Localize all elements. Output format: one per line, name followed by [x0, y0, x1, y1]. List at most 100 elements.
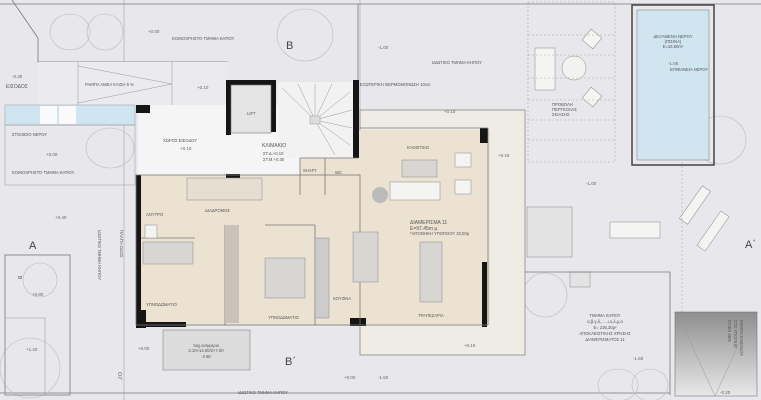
label-ramp-down: ΚΛΙΣΗ 20% [727, 320, 732, 342]
level-markers: +0.00 -1.00 -0.30 +0.10 +0.00 +0.10 +0.1… [12, 29, 731, 395]
label-garden-part: α,β,γ,δ,......ι,κ,λ,μ,α [587, 319, 623, 324]
label-pool: ΔΕΞΑΜΕΝΗ ΝΕΡΟΥ [653, 34, 692, 39]
svg-text:-1.00: -1.00 [378, 45, 389, 50]
label-wc: WC [335, 170, 342, 175]
kitchen-counter [314, 237, 330, 319]
label-water-surface: ΕΠΙΦΑΝΕΙΑ ΝΕΡΟΥ [670, 67, 708, 72]
label-apartment: ΔΙΑΜΕΡΙΣΜΑ 11 [410, 220, 447, 226]
label-kitchen: ΚΟΥΖΙΝΑ [333, 296, 351, 301]
armchair-icon [454, 152, 472, 168]
label-apartment-area: Ε=97.45m μ. [410, 226, 439, 232]
walls [136, 80, 488, 328]
spiral-stair [281, 83, 353, 156]
svg-text:-0.30: -0.30 [12, 74, 23, 79]
label-garden-part: Ε= 236,30μ² [593, 325, 617, 330]
dining-table-icon [419, 241, 443, 303]
label-ramp: ΡΑΜΠΑ ΑΜΕΑ ΚΛΙΣΗ 6 % [85, 82, 134, 87]
zone-b: B [286, 40, 293, 52]
label-living-room: ΚΑΘΙΣΤΙΚΟ [407, 145, 430, 150]
svg-text:+0.10: +0.10 [197, 85, 209, 90]
garden-dining-table [609, 221, 661, 239]
outdoor-sofa-icon [534, 47, 556, 91]
svg-text:-1.00: -1.00 [586, 181, 597, 186]
svg-text:+0.80: +0.80 [32, 292, 44, 297]
label-private-garden: ΙΔΙΩΤΙΚΟ ΤΜΗΜΑ ΚΗΠΟΥ [432, 60, 482, 65]
pool-water [636, 9, 710, 161]
label-entrance: ΕΙΣΟΔΟΣ [6, 84, 28, 90]
svg-text:-1.50: -1.50 [378, 375, 389, 380]
basement-ramp [674, 311, 758, 397]
label-stair-level: ΣΤ.Δ.+0.10 [263, 151, 284, 156]
svg-text:+0.00: +0.00 [344, 375, 356, 380]
svg-text:-0.20: -0.20 [720, 390, 731, 395]
zone-a-prime: A΄ [745, 239, 756, 251]
svg-text:+0.10: +0.10 [444, 109, 456, 114]
label-private-garden: ΙΔΙΩΤΙΚΟ ΤΜΗΜΑ ΚΗΠΟΥ [97, 230, 102, 280]
label-side-road: ΠΛΑΓΙΑ ΟΔΟΣ [119, 230, 124, 258]
svg-text:+0.00: +0.00 [148, 29, 160, 34]
zone-b-circle: B [16, 276, 22, 280]
label-pit: τοιχ.ανηφορια [193, 343, 219, 348]
accessible-ramp [38, 62, 228, 105]
straight-stair [186, 177, 263, 201]
bed-icon [142, 241, 194, 265]
svg-text:+0.10: +0.10 [180, 146, 192, 151]
garden-steps [569, 271, 591, 288]
light-well [162, 329, 251, 371]
label-garden-part: ΤΜΗΜΑ ΚΗΠΟΥ [589, 313, 620, 318]
label-private-garden: ΙΔΙΩΤΙΚΟ ΤΜΗΜΑ ΚΗΠΟΥ [238, 390, 288, 395]
toilet-icon [144, 224, 158, 239]
lift-shaft [230, 84, 272, 134]
sofa-icon [389, 181, 441, 201]
label-insulation: ΕΞΩΤΕΡΙΚΗ ΘΕΡΜΟΜΟΝΩΣΗ 10cm [360, 82, 431, 87]
label-og: Ο.Γ [116, 372, 122, 380]
label-bathroom: ΛΟΥΤΡΟ [146, 212, 164, 217]
zone-labels: B A A΄ B΄ B [16, 40, 756, 368]
label-entrance-hall: ΧΩΡΟΣ ΕΙΣΟΔΟΥ [163, 138, 197, 143]
private-garden-boundary [525, 271, 671, 395]
svg-text:+0.00: +0.00 [46, 152, 58, 157]
armchair-icon [454, 179, 472, 195]
label-pool: (ΠΙΣΙΝΑ) [665, 39, 682, 44]
label-dining: ΤΡΑΠΕΖΑΡΙΑ [418, 313, 444, 318]
bed-icon [264, 257, 306, 299]
label-lift: LIFT [247, 111, 256, 116]
label-common-garden: ΚΟΙΝΟΧΡΗΣΤΟ ΤΜΗΜΑ ΚΗΠΟΥ [12, 170, 75, 175]
label-pit: 3.10×14.00/2×7.00 [188, 348, 224, 353]
label-corridor: ΔΙΑΔΡΟΜΟΣ [205, 208, 230, 213]
garden-steps [526, 206, 573, 258]
label-pool-area: Ε=16,80m² [663, 44, 684, 49]
outdoor-table [561, 55, 587, 81]
label-pergola: ΣΚΙΑΣΗΣ [552, 112, 570, 117]
room-labels: ΚΟΙΝΟΧΡΗΣΤΟ ΤΜΗΜΑ ΚΗΠΟΥ ΚΟΙΝΟΧΡΗΣΤΟ ΤΜΗΜ… [6, 34, 744, 395]
coffee-table [401, 159, 438, 178]
kitchen-island [352, 231, 379, 283]
label-pit: -2.80 [201, 354, 211, 359]
label-stairwell: ΚΛΙΜΑΚΙΟ [262, 143, 286, 149]
svg-text:+0.15: +0.15 [464, 343, 476, 348]
label-ramp-down: ΡΑΜΠΑ ΚΑΘΟΔΟΥ [739, 320, 744, 356]
svg-text:+0.15: +0.15 [498, 153, 510, 158]
label-ramp-down: ΣΤΟ ΥΠΟΓΕΙΟ [733, 320, 738, 349]
label-pergola: ΠΡΟΒΟΛΗ [552, 102, 573, 107]
wardrobe [225, 225, 239, 323]
label-bedroom: ΥΠΝΟΔΩΜΑΤΙΟ [146, 302, 178, 307]
label-shaft: SHAFT [303, 168, 317, 173]
sunbed-icon [679, 185, 711, 225]
svg-text:-1.50: -1.50 [633, 356, 644, 361]
svg-text:+0.40: +0.40 [55, 215, 67, 220]
svg-text:+1.20: +1.20 [26, 347, 38, 352]
pouf [372, 187, 388, 203]
outdoor-chair-icon [581, 28, 603, 50]
furniture [142, 28, 730, 319]
label-pergola: ΠΕΡΓΚΟΛΑΣ [552, 107, 577, 112]
label-storage: *ΑΠΟΘΗΚΗ ΥΠΟΓΕΙΟΥ 33,00μ [410, 231, 470, 236]
label-garden-part: ΔΙΑΜΕΡΙΣΜΑΤΟΣ 11 [585, 337, 625, 342]
pool-edge [631, 4, 715, 166]
zone-a: A [29, 240, 37, 252]
svg-text:-1.00: -1.00 [668, 61, 679, 66]
label-water-feature: ΣΤΟΙΧΕΙΟ ΝΕΡΟΥ [12, 132, 47, 137]
sunbed-icon [696, 210, 730, 252]
label-common-garden: ΚΟΙΝΟΧΡΗΣΤΟ ΤΜΗΜΑ ΚΗΠΟΥ [172, 36, 235, 41]
